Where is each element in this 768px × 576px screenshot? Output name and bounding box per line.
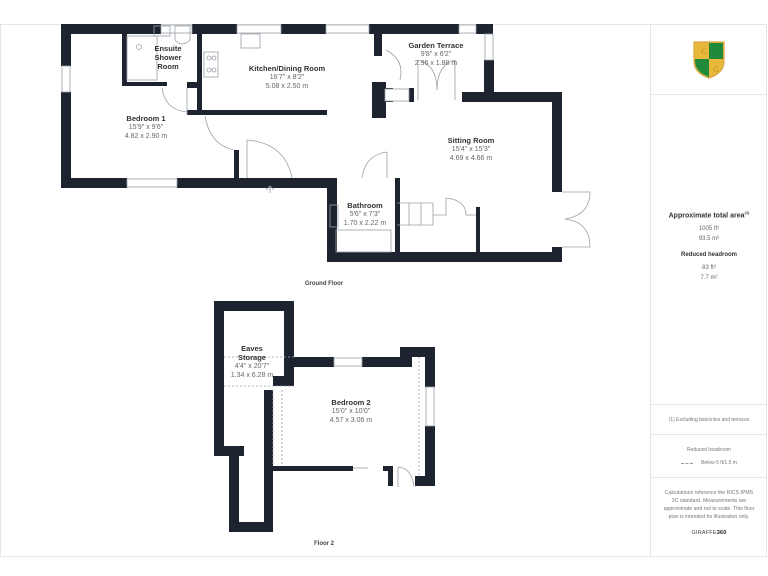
floor-label-floor-2: Floor 2: [313, 541, 335, 547]
footnote-section: (1) Excluding balconies and terraces: [651, 405, 767, 435]
legend-text: Below 5 ft/1.5 m: [701, 460, 737, 466]
room-name: Garden Terrace: [408, 41, 464, 50]
legend-row: Below 5 ft/1.5 m: [651, 460, 767, 466]
disclaimer-section: Calculations reference the RICS IPMS 3C …: [651, 478, 767, 557]
logo-section: C G: [651, 24, 767, 95]
room-dim-metric: 1.70 x 2.22 m: [343, 220, 387, 227]
room-name: Bathroom: [347, 201, 383, 210]
room-dim-metric: 2.96 x 1.88 m: [414, 60, 458, 67]
floor-plan-drawing: [61, 24, 591, 532]
reduced-ft: 83 ft²: [702, 265, 716, 272]
svg-text:G: G: [713, 65, 719, 74]
dashed-line-icon: [681, 462, 694, 464]
brand-logo: GIRAFFE360: [691, 530, 727, 536]
room-ensuite: Ensuite Shower Room: [154, 44, 181, 71]
room-bedroom-1: Bedroom 1 15'9" x 9'6" 4.82 x 2.90 m: [125, 114, 167, 141]
room-dim-metric: 1.34 x 6.28 m: [230, 372, 274, 379]
room-bedroom-2: Bedroom 2 15'0" x 10'0" 4.57 x 3.06 m: [330, 398, 372, 425]
area-section: Approximate total area(1) 1005 ft² 93.5 …: [651, 95, 767, 405]
total-area-values: 1005 ft² 93.5 m²: [651, 224, 767, 244]
room-dim-metric: 4.57 x 3.06 m: [329, 417, 373, 424]
room-dim-imperial: 9'8" x 6'2": [420, 51, 452, 58]
room-name-line2: Storage: [238, 353, 266, 362]
room-name: Bedroom 2: [331, 398, 371, 407]
room-dim-metric: 4.82 x 2.90 m: [124, 133, 168, 140]
svg-text:C: C: [701, 47, 707, 56]
room-garden-terrace: Garden Terrace 9'8" x 6'2" 2.96 x 1.88 m: [409, 41, 464, 68]
floor-plan-area: Bedroom 1 15'9" x 9'6" 4.82 x 2.90 m Ens…: [0, 24, 650, 557]
room-dim-metric: 4.69 x 4.66 m: [449, 155, 493, 162]
reduced-m: 7.7 m²: [700, 275, 718, 282]
room-dim-metric: 5.08 x 2.50 m: [265, 83, 309, 90]
room-dim-imperial: 5'6" x 7'3": [349, 211, 381, 218]
room-name: Bedroom 1: [126, 114, 166, 123]
room-bathroom: Bathroom 5'6" x 7'3" 1.70 x 2.22 m: [344, 201, 386, 228]
room-sitting-room: Sitting Room 15'4" x 15'3" 4.69 x 4.66 m: [448, 136, 495, 163]
room-name-line3: Room: [157, 62, 179, 71]
room-eaves-storage: Eaves Storage 4'4" x 20'7" 1.34 x 6.28 m: [231, 344, 273, 380]
shield-crest-logo-icon: C G: [693, 41, 725, 79]
room-name: Kitchen/Dining Room: [248, 64, 326, 73]
room-name: Eaves: [241, 344, 263, 353]
total-area-m: 93.5 m²: [698, 236, 720, 243]
room-dim-imperial: 4'4" x 20'7": [234, 363, 270, 370]
legend-section: Reduced headroom Below 5 ft/1.5 m: [651, 435, 767, 478]
room-dim-imperial: 15'0" x 10'0": [331, 408, 371, 415]
room-dim-imperial: 15'4" x 15'3": [451, 146, 491, 153]
disclaimer-text: Calculations reference the RICS IPMS 3C …: [663, 490, 755, 520]
room-kitchen-dining: Kitchen/Dining Room 16'7" x 8'2" 5.08 x …: [249, 64, 325, 91]
room-dim-imperial: 15'9" x 9'6": [128, 124, 164, 131]
total-area-ft: 1005 ft²: [698, 226, 720, 233]
total-area-title: Approximate total area(1): [668, 210, 750, 220]
reduced-headroom-values: 83 ft² 7.7 m²: [651, 263, 767, 283]
room-name: Ensuite: [154, 44, 182, 53]
legend-title: Reduced headroom: [687, 447, 731, 453]
floor-label-ground: Ground Floor: [304, 281, 344, 287]
room-name: Sitting Room: [447, 136, 495, 145]
room-name-line2: Shower: [154, 53, 182, 62]
room-dim-imperial: 16'7" x 8'2": [269, 74, 305, 81]
info-sidebar: C G Approximate total area(1) 1005 ft² 9…: [650, 24, 767, 557]
reduced-headroom-title: Reduced headroom: [680, 252, 737, 259]
